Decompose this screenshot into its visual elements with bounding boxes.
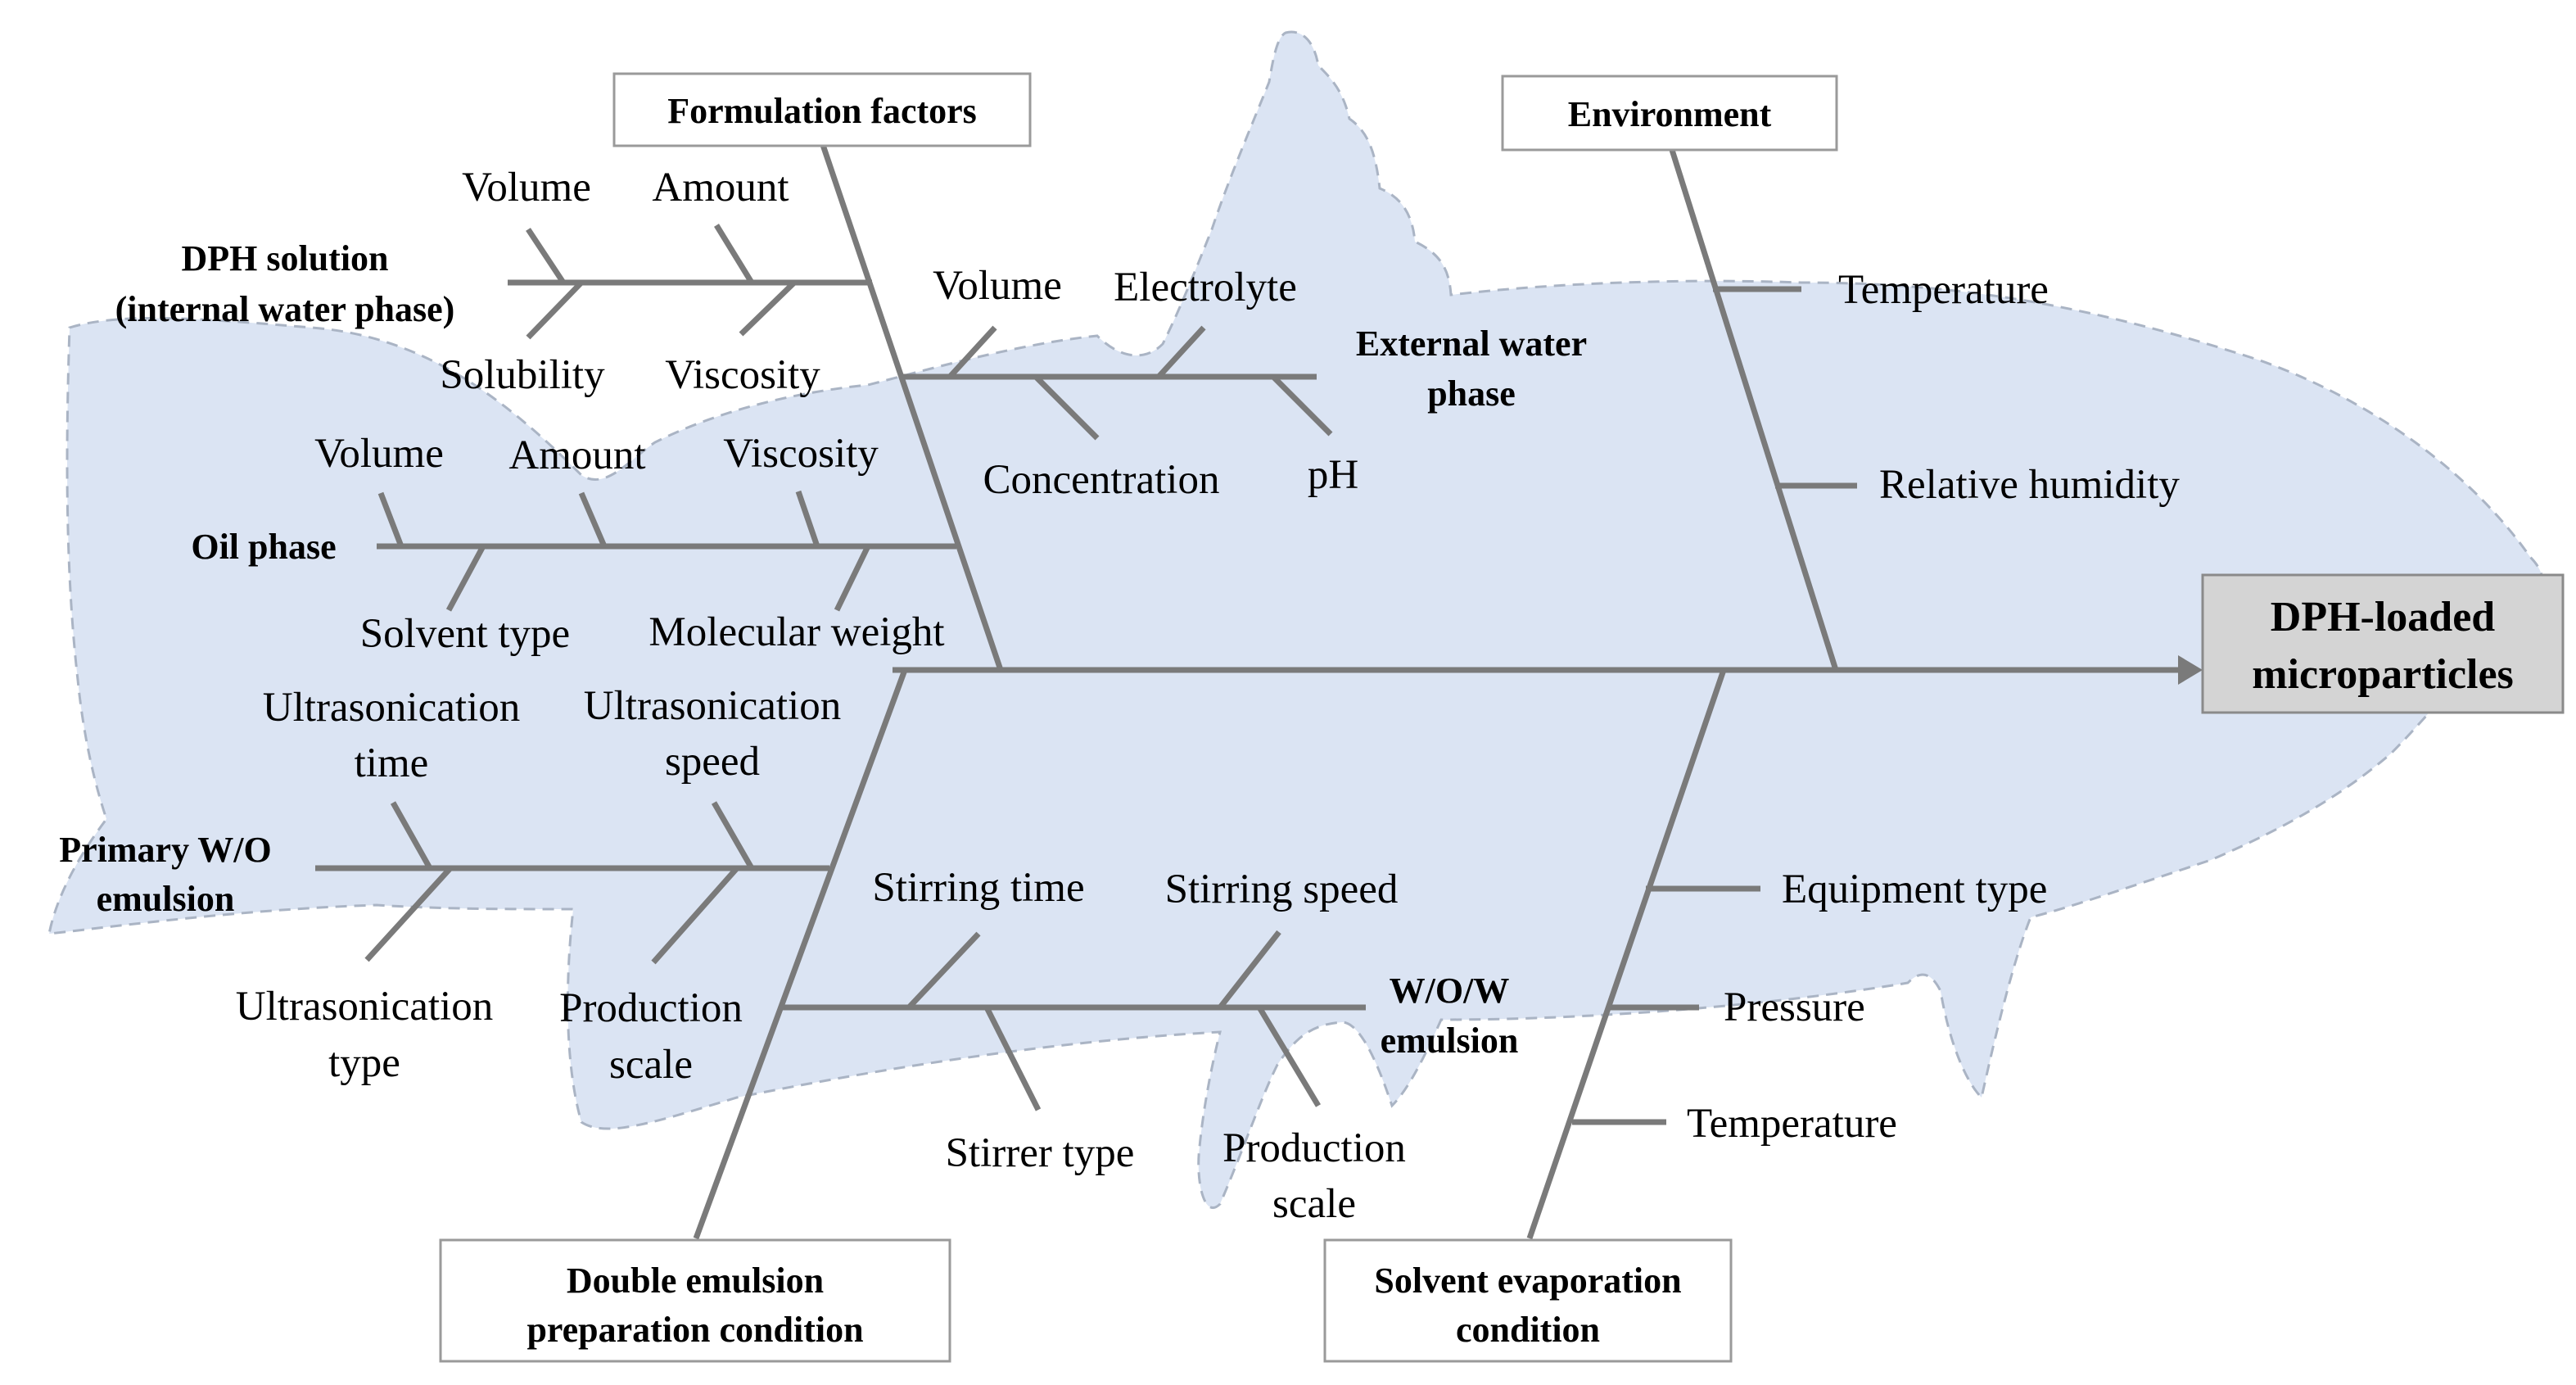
rib-ext-electrolyte: [1156, 325, 1206, 379]
box-formulation: [612, 72, 1032, 147]
rib-us-type: [364, 866, 453, 962]
factor-us-time-line1: Ultrasonication: [263, 685, 520, 731]
sub-wow-line2: emulsion: [1381, 1021, 1519, 1061]
factor-wow-production-scale-line2: scale: [1272, 1181, 1356, 1227]
factor-dph-volume: Volume: [462, 165, 591, 210]
rib-dph-viscosity: [739, 280, 797, 337]
rib-oil-amount: [578, 491, 608, 548]
rib-us-time: [390, 801, 433, 870]
factor-ext-ph: pH: [1308, 452, 1358, 498]
sub-oil-phase: Oil phase: [191, 527, 336, 567]
factor-env-temperature: Temperature: [1838, 267, 2049, 313]
rib-dph-volume: [526, 228, 566, 284]
factor-oil-solvent-type: Solvent type: [360, 611, 570, 657]
factor-us-speed-line2: speed: [665, 739, 760, 785]
factor-us-speed-line1: Ultrasonication: [584, 683, 841, 729]
rib-ext-volume: [947, 325, 997, 379]
category-environment: Environment: [1568, 94, 1772, 134]
rib-us-speed: [711, 801, 755, 870]
factor-ext-concentration: Concentration: [983, 457, 1220, 503]
factor-env-humidity: Relative humidity: [1879, 462, 2180, 508]
rib-stirring-time: [906, 931, 981, 1010]
factor-dph-solubility: Solubility: [440, 352, 605, 398]
rib-wow-production-scale: [1256, 1006, 1322, 1107]
sub-external-water-line2: phase: [1427, 373, 1516, 414]
rib-oil-viscosity: [795, 490, 820, 548]
factor-ext-volume: Volume: [933, 263, 1062, 309]
category-solvent-evaporation-line2: condition: [1456, 1310, 1600, 1350]
box-effect: [2201, 573, 2565, 714]
rib-ext-concentration: [1033, 374, 1100, 441]
rib-oil-molecular-weight: [834, 545, 871, 612]
bone-double-emulsion: [693, 668, 908, 1240]
effect-line2: microparticles: [2252, 651, 2514, 698]
box-environment: [1501, 75, 1838, 152]
box-solvent-evaporation: [1323, 1238, 1733, 1363]
rib-oil-solvent: [445, 545, 486, 612]
rib-dph-solubility: [526, 280, 584, 340]
sub-dph-solution-line2: (internal water phase): [115, 289, 455, 329]
sub-dph-solution-line1: DPH solution: [181, 238, 388, 278]
factor-us-time-line2: time: [355, 740, 429, 786]
sub-wow-line1: W/O/W: [1390, 971, 1510, 1011]
category-double-emulsion-line2: preparation condition: [526, 1310, 863, 1350]
box-double-emulsion: [439, 1238, 951, 1363]
factor-pressure: Pressure: [1724, 984, 1865, 1030]
factor-us-type-line1: Ultrasonication: [236, 984, 493, 1030]
rib-stirring-speed: [1218, 930, 1281, 1010]
factor-pw-production-scale-line2: scale: [609, 1042, 693, 1088]
rib-oil-volume: [377, 491, 404, 548]
rib-dph-amount: [714, 224, 754, 284]
sub-primary-wo-line2: emulsion: [97, 879, 235, 919]
bone-formulation: [820, 143, 1004, 672]
factor-wow-production-scale-line1: Production: [1222, 1125, 1406, 1171]
factor-oil-viscosity: Viscosity: [723, 431, 879, 477]
bone-environment: [1669, 148, 1839, 672]
factor-oil-molecular-weight: Molecular weight: [649, 609, 944, 655]
factor-ext-electrolyte: Electrolyte: [1114, 265, 1297, 310]
rib-stirrer-type: [983, 1006, 1042, 1111]
factor-stirrer-type: Stirrer type: [946, 1130, 1135, 1176]
rib-ext-ph: [1271, 374, 1333, 437]
factor-oil-amount: Amount: [508, 432, 645, 478]
bone-solvent-evaporation: [1526, 668, 1727, 1240]
category-solvent-evaporation-line1: Solvent evaporation: [1374, 1261, 1681, 1301]
category-double-emulsion-line1: Double emulsion: [567, 1261, 824, 1301]
sub-primary-wo-line1: Primary W/O: [59, 830, 271, 870]
sub-external-water-line1: External water: [1356, 324, 1587, 364]
factor-oil-volume: Volume: [314, 431, 444, 477]
factor-pw-production-scale-line1: Production: [559, 985, 743, 1031]
fish-silhouette: [47, 30, 2544, 1209]
factor-equipment-type: Equipment type: [1782, 867, 2047, 912]
category-formulation: Formulation factors: [667, 91, 977, 131]
factor-stirring-speed: Stirring speed: [1165, 867, 1399, 912]
rib-pw-production-scale: [651, 866, 739, 965]
factor-se-temperature: Temperature: [1687, 1101, 1897, 1147]
spine-arrowhead: [2178, 655, 2203, 685]
factor-stirring-time: Stirring time: [872, 865, 1084, 911]
factor-us-type-line2: type: [328, 1040, 400, 1086]
factor-dph-viscosity: Viscosity: [665, 352, 820, 398]
effect-line1: DPH-loaded: [2271, 594, 2496, 640]
factor-dph-amount: Amount: [652, 165, 789, 210]
